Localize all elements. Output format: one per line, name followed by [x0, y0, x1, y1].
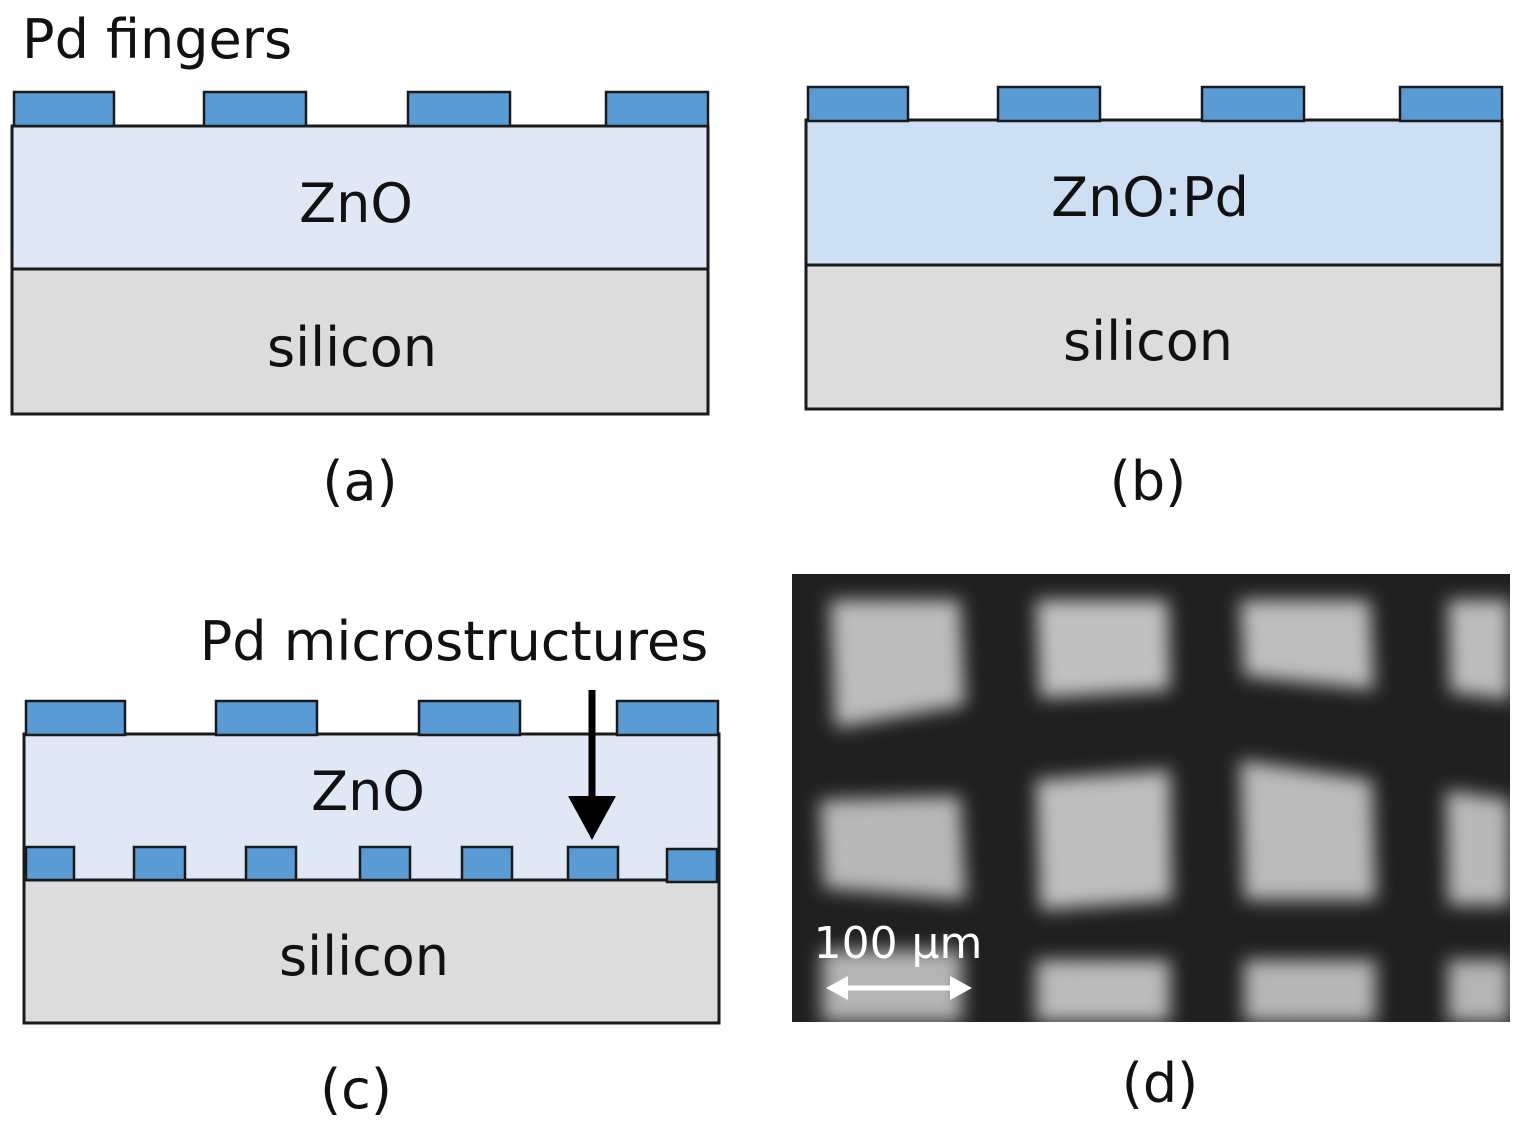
pd-microstructure — [24, 845, 76, 882]
pd-finger — [406, 90, 512, 128]
pointer-arrow — [568, 690, 616, 840]
pd-microstructures-label: Pd microstructures — [200, 610, 709, 673]
pd-finger — [806, 85, 910, 123]
silicon-layer-c — [22, 878, 721, 1025]
caption-d: (d) — [1122, 1052, 1198, 1115]
panel-b: ZnO:Pd silicon (b) — [804, 85, 1504, 513]
pd-finger — [12, 90, 116, 128]
scale-bar-label: 100 µm — [814, 918, 983, 969]
silicon-label-b: silicon — [1063, 310, 1233, 373]
pd-finger — [24, 699, 127, 737]
silicon-layer-a — [10, 267, 710, 416]
zno-pd-label-b: ZnO:Pd — [1051, 166, 1249, 229]
pd-microstructure — [665, 847, 719, 884]
silicon-layer-b — [804, 263, 1504, 411]
pd-finger — [202, 90, 308, 128]
caption-a: (a) — [322, 450, 397, 513]
caption-c: (c) — [320, 1058, 392, 1121]
pd-finger — [417, 699, 522, 737]
pd-microstructure — [566, 845, 620, 882]
scale-bar-arrow — [826, 976, 972, 1000]
panel-a: Pd fingers ZnO silicon (a) — [10, 8, 710, 513]
pd-finger — [615, 699, 720, 737]
pd-fingers-label: Pd fingers — [22, 8, 292, 71]
pd-finger — [214, 699, 319, 737]
pd-finger — [604, 90, 710, 128]
pd-microstructure — [358, 845, 412, 882]
pd-finger — [1398, 85, 1504, 123]
zno-label-a: ZnO — [299, 172, 413, 235]
caption-b: (b) — [1110, 450, 1186, 513]
pd-microstructure — [244, 845, 298, 882]
panel-d: 100 µm (d) — [792, 574, 1510, 1115]
silicon-label-a: silicon — [267, 316, 437, 379]
pd-microstructure — [132, 845, 187, 882]
zno-label-c: ZnO — [311, 760, 425, 823]
panel-c: Pd microstructures ZnO silicon (c) — [22, 610, 721, 1121]
zno-layer-a — [10, 124, 710, 271]
zno-pd-layer-b — [804, 118, 1504, 267]
pd-finger — [1200, 85, 1306, 123]
pd-microstructure — [460, 845, 514, 882]
silicon-label-c: silicon — [279, 925, 449, 988]
pd-finger — [996, 85, 1102, 123]
micrograph-image — [792, 574, 1510, 1022]
